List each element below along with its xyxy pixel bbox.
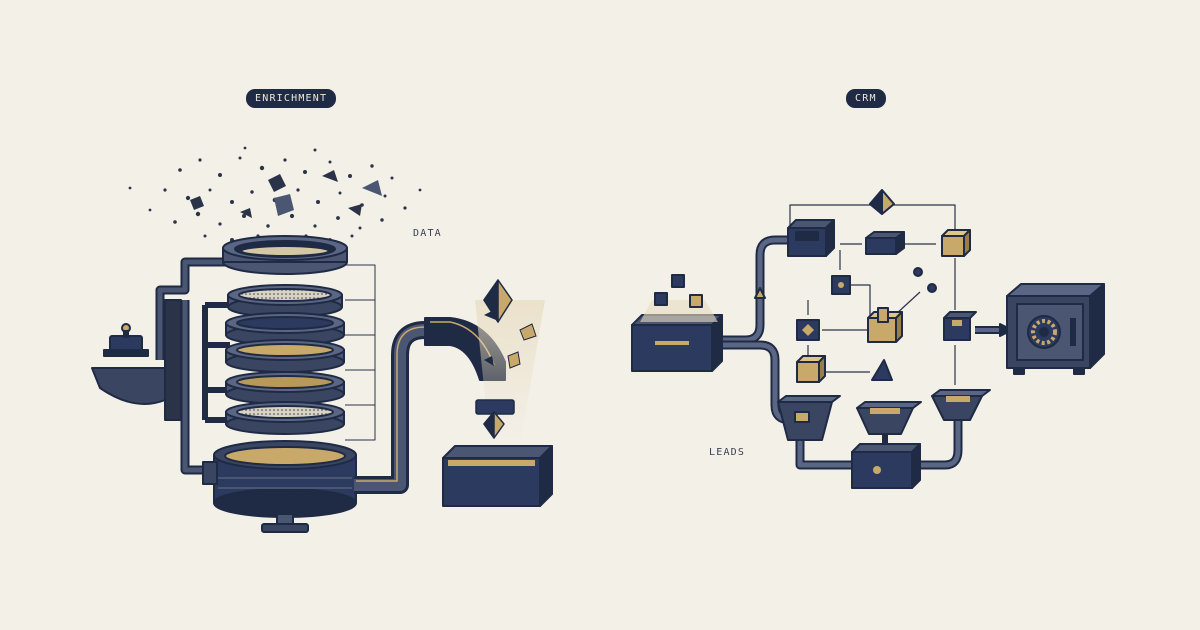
crm-node-inbox	[787, 219, 835, 257]
filter-layer-3	[225, 339, 345, 373]
gem-icon	[483, 279, 513, 323]
pipes	[720, 235, 1000, 470]
crm-collector-box	[851, 443, 921, 489]
triangle-icon	[871, 359, 893, 381]
crm-node-small-box	[831, 275, 851, 295]
crm-hopper-1	[777, 395, 841, 441]
filter-layer-4	[225, 371, 345, 405]
data-label: DATA	[413, 228, 442, 239]
filter-layer-5	[225, 401, 345, 435]
crm-hopper-2	[856, 401, 922, 435]
crm-network	[631, 189, 1105, 489]
crm-node-package	[867, 307, 903, 343]
data-particles	[128, 146, 422, 242]
leads-input-tray	[631, 274, 723, 372]
crm-node-cube	[941, 229, 971, 257]
crm-node-cube	[796, 319, 820, 341]
output-box	[442, 445, 553, 507]
enrichment-title: ENRICHMENT	[246, 89, 337, 108]
enriched-output	[475, 279, 545, 445]
crm-title: CRM	[846, 89, 886, 108]
safe-icon	[1006, 283, 1105, 375]
filter-layer-2	[225, 312, 345, 346]
gem-icon	[483, 411, 505, 439]
crm-node-router	[943, 311, 977, 341]
crm-node-cube	[796, 355, 826, 383]
crm-hopper-3	[931, 389, 991, 421]
leads-label: LEADS	[709, 447, 746, 458]
crm-node-tray	[865, 231, 905, 255]
connector-lines	[789, 204, 956, 385]
